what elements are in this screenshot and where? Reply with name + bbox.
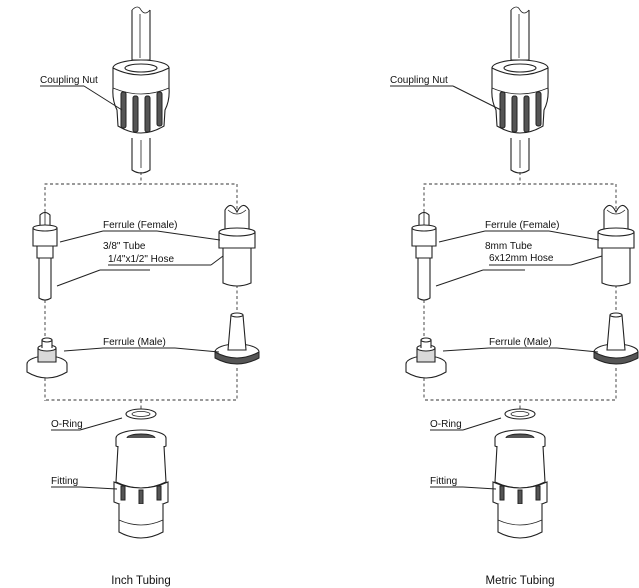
label-ferrule-male: Ferrule (Male): [103, 337, 166, 348]
leader-lines: [390, 85, 603, 490]
pipe-bottom-icon: [510, 138, 530, 174]
hose-assembly-icon: [597, 204, 635, 287]
coupling-nut-icon: [491, 59, 549, 134]
metric-tubing-panel: Coupling Nut Ferrule (Female) 8mm Tube 6…: [390, 6, 639, 587]
ferrule-male-small-icon: [26, 337, 68, 379]
label-o-ring: O-Ring: [51, 419, 83, 430]
ferrule-male-small-icon: [405, 337, 447, 379]
caption-metric-tubing: Metric Tubing: [485, 575, 554, 587]
label-hose: 6x12mm Hose: [489, 253, 554, 264]
fitting-icon: [492, 429, 548, 539]
hose-assembly-icon: [218, 204, 256, 287]
label-o-ring: O-Ring: [430, 419, 462, 430]
label-ferrule-female: Ferrule (Female): [485, 220, 559, 231]
o-ring-icon: [504, 408, 536, 420]
o-ring-icon: [125, 408, 157, 420]
pipe-top-icon: [510, 6, 530, 61]
pipe-bottom-icon: [131, 138, 151, 174]
ferrule-male-large-icon: [593, 312, 639, 365]
assembly-guide-lines: [423, 172, 617, 410]
caption-inch-tubing: Inch Tubing: [111, 575, 170, 587]
label-hose-text: 1/4"x1/2" Hose: [108, 254, 174, 265]
label-coupling-nut: Coupling Nut: [390, 75, 448, 86]
label-ferrule-female: Ferrule (Female): [103, 220, 177, 231]
coupling-nut-icon: [112, 59, 170, 134]
ferrule-male-large-icon: [214, 312, 260, 365]
leader-lines: [40, 85, 224, 490]
label-fitting: Fitting: [51, 476, 78, 487]
label-fitting: Fitting: [430, 476, 457, 487]
assembly-guide-lines: [44, 172, 238, 410]
label-ferrule-male: Ferrule (Male): [489, 337, 552, 348]
tube-assembly-icon: [411, 211, 437, 301]
pipe-top-icon: [131, 6, 151, 61]
inch-tubing-panel: Coupling Nut Ferrule (Female) 3/8" Tube …: [26, 6, 260, 587]
fitting-icon: [113, 429, 169, 539]
tube-assembly-icon: [32, 211, 58, 301]
label-tube: 8mm Tube: [485, 241, 533, 252]
label-tube: 3/8" Tube: [103, 241, 146, 252]
label-coupling-nut: Coupling Nut: [40, 75, 98, 86]
